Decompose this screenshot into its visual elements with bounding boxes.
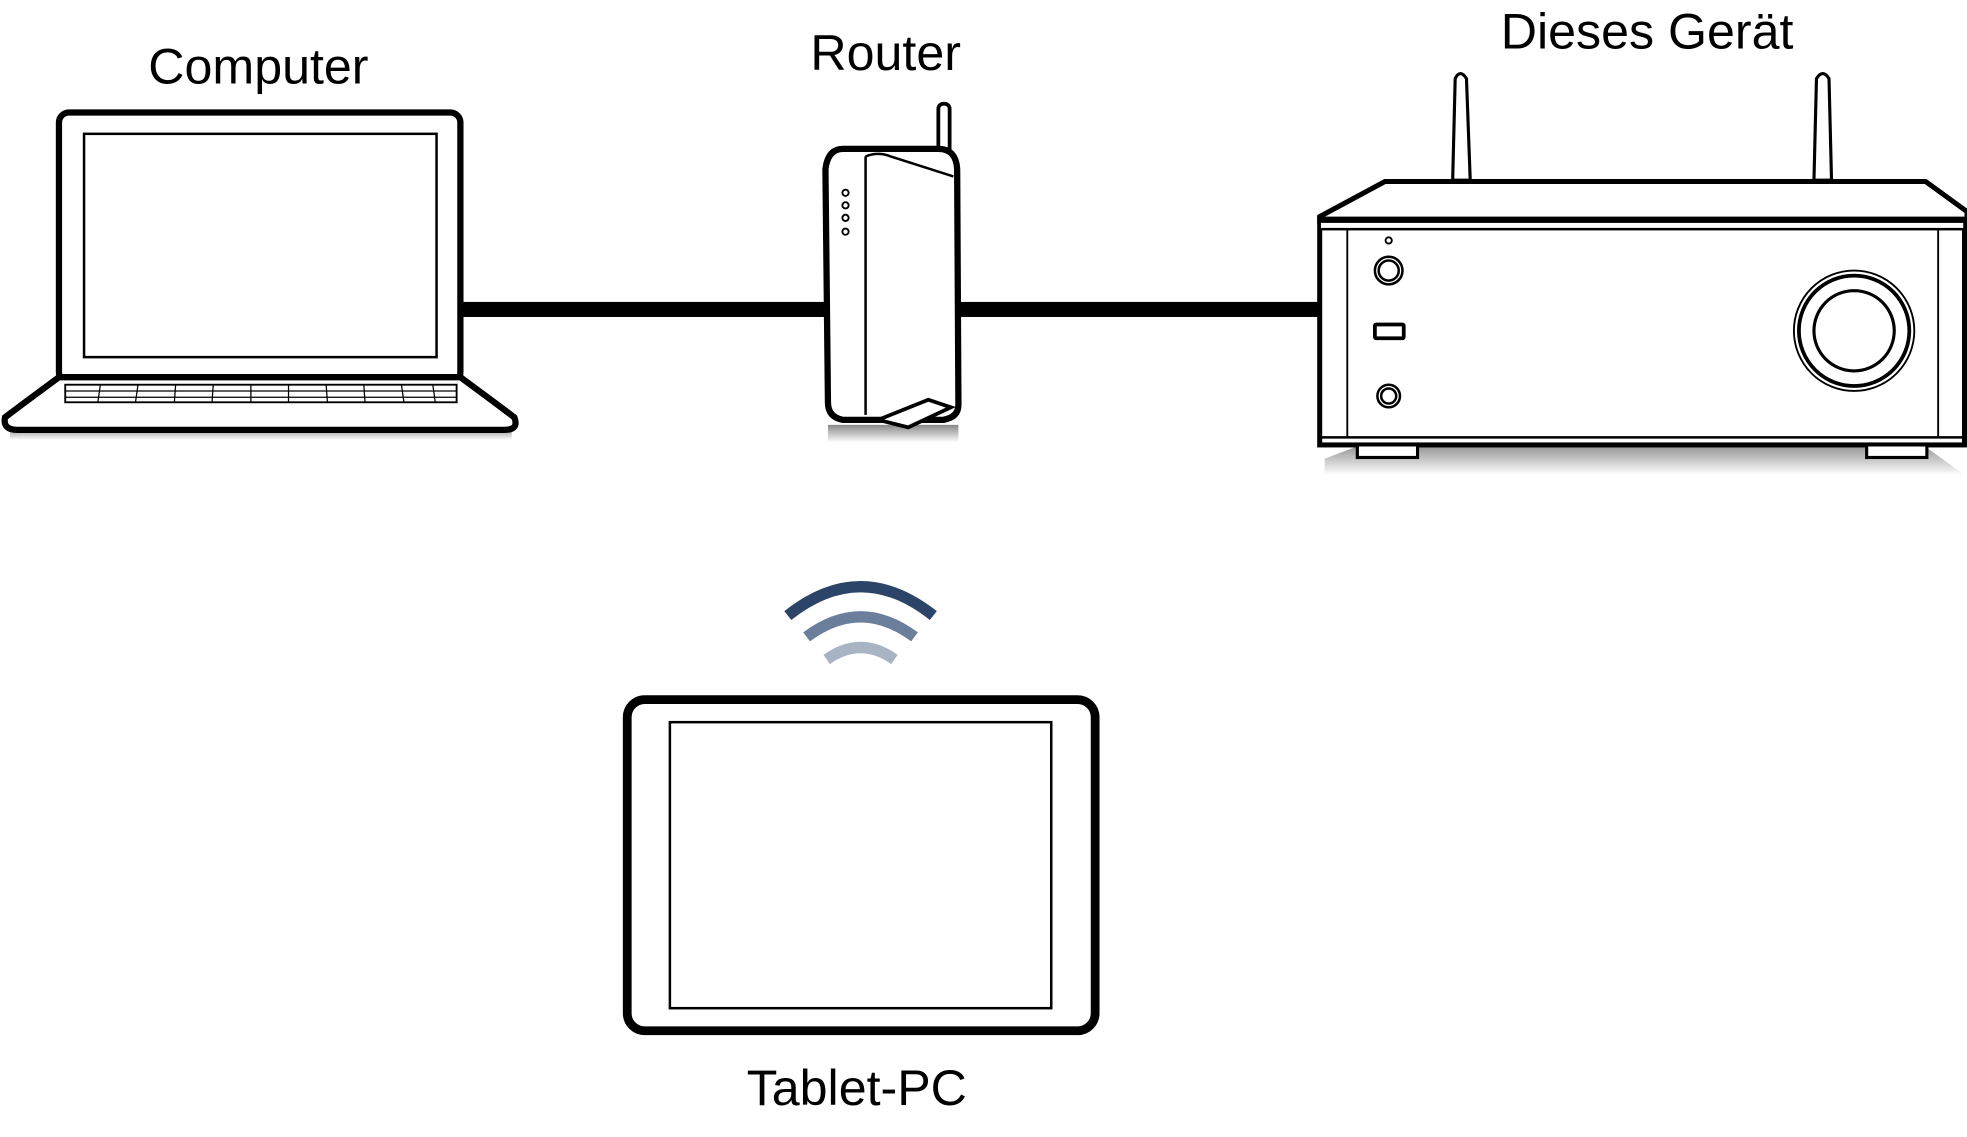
tablet-label: Tablet-PC [747, 1060, 967, 1116]
tablet-icon [622, 695, 1100, 1036]
computer-label: Computer [148, 39, 368, 95]
laptop-icon [1, 109, 519, 440]
device-label: Dieses Gerät [1501, 4, 1794, 60]
router-icon [822, 101, 962, 443]
audio-receiver-icon [1317, 72, 1967, 476]
ethernet-cables [459, 301, 1323, 317]
cable-computer-router [459, 301, 828, 317]
cable-router-device [955, 301, 1323, 317]
wifi-icon [784, 581, 937, 665]
router-label: Router [810, 25, 961, 81]
